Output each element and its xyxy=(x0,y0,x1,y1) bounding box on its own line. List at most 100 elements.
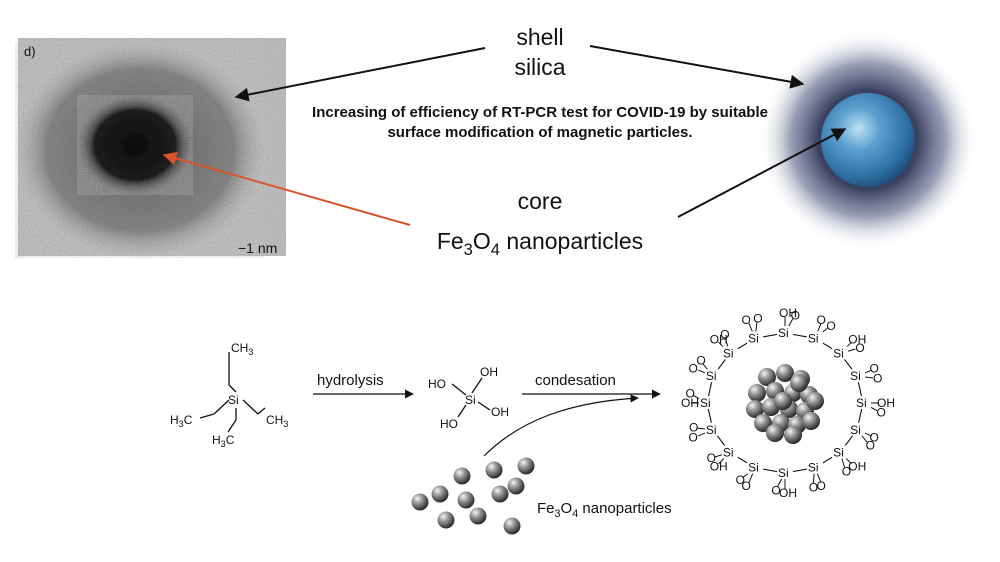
nanoparticle-ball xyxy=(411,493,429,511)
reactant-h3c-bottom: H3C xyxy=(212,433,235,449)
silicon-atom: Si xyxy=(808,461,819,475)
silica-oh-group: O xyxy=(741,313,750,327)
silicon-atom: Si xyxy=(808,331,819,345)
silica-oh-group: OH xyxy=(848,460,866,474)
silica-oh-group: OH xyxy=(710,332,728,346)
nanoparticle-ball xyxy=(517,457,535,475)
silicon-atom: Si xyxy=(833,445,844,459)
nanoparticle-ball xyxy=(431,485,449,503)
core-ball xyxy=(748,384,766,402)
tem-scale-bar-label: −1 nm xyxy=(238,240,278,256)
arrow-shell-to-tem xyxy=(234,47,486,102)
silicon-label-bg xyxy=(699,396,715,409)
label-silica: silica xyxy=(514,54,566,80)
silica-o-group: O xyxy=(707,451,716,465)
silica-oh-group: O xyxy=(870,430,879,444)
silicon-label-bg xyxy=(849,422,866,436)
silicon-label-bg xyxy=(832,445,849,459)
label-shell: shell xyxy=(516,24,564,50)
silicon-atom: Si xyxy=(723,445,734,459)
label-fe3o4-nanoparticles: Fe3O4 nanoparticles xyxy=(436,228,644,259)
reactant-ch3-top: CH3 xyxy=(231,341,253,357)
silicon-atom: Si xyxy=(700,396,711,410)
nanoparticle-ball xyxy=(503,517,521,535)
label-condesation: condesation xyxy=(535,372,616,389)
silicon-atom: Si xyxy=(748,461,759,475)
silica-oh-group: OH xyxy=(877,396,895,410)
silica-o-group: O xyxy=(809,481,818,495)
silica-oh-group: O xyxy=(688,430,697,444)
nanoparticle-ball xyxy=(485,461,503,479)
curved-arrow-nanoparticles xyxy=(483,394,639,457)
silica-oh-group: O xyxy=(741,479,750,493)
silica-oh-group: OH xyxy=(848,332,866,346)
silicon-atom: Si xyxy=(833,347,844,361)
silica-oh-group: O xyxy=(817,479,826,493)
label-hydrolysis: hydrolysis xyxy=(317,372,384,389)
silicon-label-bg xyxy=(747,460,764,474)
core-ball xyxy=(802,412,820,430)
particle-core-cluster xyxy=(746,364,824,444)
silicon-label-bg xyxy=(806,460,823,474)
core-ball xyxy=(790,374,808,392)
silica-o-group: O xyxy=(771,484,780,498)
nanoparticle-ball xyxy=(507,477,525,495)
silicon-atom: Si xyxy=(778,326,789,340)
silanol-ho-left: HO xyxy=(428,377,446,391)
loose-nanoparticles xyxy=(411,457,535,535)
silicon-atom: Si xyxy=(706,423,717,437)
silica-oh-group: O xyxy=(817,313,826,327)
core-ball xyxy=(806,392,824,410)
silanol-molecule xyxy=(451,377,491,418)
arrow-shell-to-sphere xyxy=(589,45,805,89)
silicon-label-bg xyxy=(777,326,793,339)
slide-title: Increasing of efficiency of RT-PCR test … xyxy=(312,104,768,141)
tem-panel-label: d) xyxy=(24,44,36,59)
nanoparticle-ball xyxy=(491,485,509,503)
tem-micrograph xyxy=(15,38,286,258)
silica-oh-group: OH xyxy=(779,486,797,500)
silicon-label-bg xyxy=(855,396,871,409)
silica-o-group: O xyxy=(866,438,875,452)
core-ball xyxy=(776,364,794,382)
nanoparticle-ball xyxy=(453,467,471,485)
silica-o-group: O xyxy=(685,386,694,400)
core-ball xyxy=(754,414,772,432)
reactant-ch3-right: CH3 xyxy=(266,413,288,429)
silicon-atom: Si xyxy=(850,369,861,383)
silicon-label-bg xyxy=(704,422,721,436)
silanol-oh-top: OH xyxy=(480,365,498,379)
core-ball xyxy=(774,392,792,410)
silica-o-group: O xyxy=(855,341,864,355)
reactant-h3c-left: H3C xyxy=(170,413,193,429)
label-core: core xyxy=(517,188,563,214)
silica-oh-group: O xyxy=(870,362,879,376)
silica-o-group: O xyxy=(842,465,851,479)
silica-o-group: O xyxy=(696,354,705,368)
reactant-si: Si xyxy=(228,393,239,407)
silica-o-group: O xyxy=(753,311,762,325)
silanol-ho-bottom: HO xyxy=(440,417,458,431)
core-ball xyxy=(766,424,784,442)
silica-oh-group: O xyxy=(688,362,697,376)
silicon-atom: Si xyxy=(856,396,867,410)
nanoparticle-ball xyxy=(457,491,475,509)
nanoparticle-ball xyxy=(437,511,455,529)
silicon-label-bg xyxy=(704,369,721,383)
silicon-atom: Si xyxy=(748,331,759,345)
silica-o-group: O xyxy=(791,308,800,322)
silica-o-group: O xyxy=(826,319,835,333)
reactant-molecule xyxy=(199,352,266,433)
silica-o-group: O xyxy=(873,371,882,385)
label-fe3o4-small: Fe3O4 nanoparticles xyxy=(537,500,672,520)
silicon-label-bg xyxy=(721,346,738,360)
silica-o-group: O xyxy=(877,406,886,420)
silicon-label-bg xyxy=(777,466,793,479)
silicon-atom: Si xyxy=(723,347,734,361)
silicon-atom: Si xyxy=(706,369,717,383)
silicon-label-bg xyxy=(747,331,764,345)
silica-oh-group: OH xyxy=(779,306,797,320)
silica-o-group: O xyxy=(736,473,745,487)
